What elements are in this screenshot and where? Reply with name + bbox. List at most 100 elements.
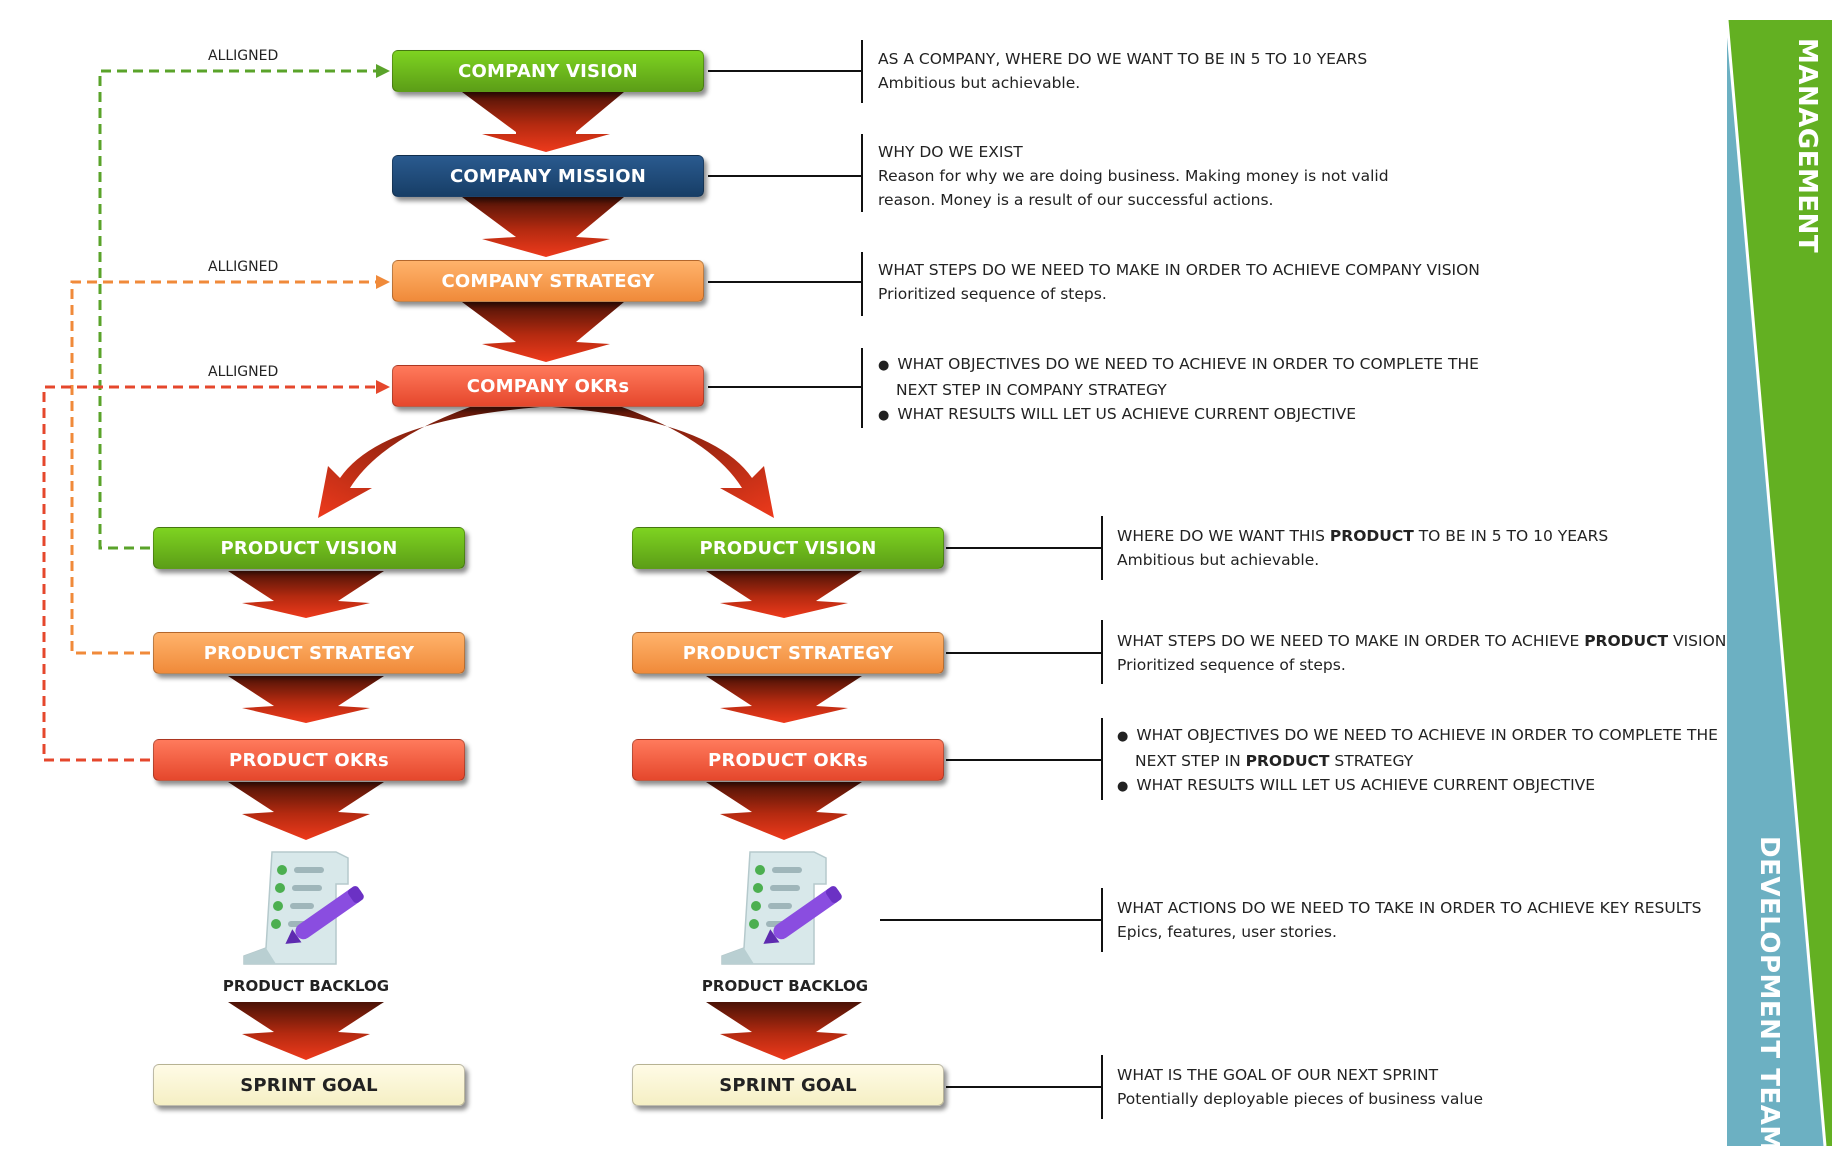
description-text: Potentially deployable pieces of busines… <box>1117 1090 1484 1108</box>
aligned-vision-arrowhead <box>376 64 390 78</box>
description-bullet: WHAT OBJECTIVES DO WE NEED TO ACHIEVE IN… <box>878 352 1479 378</box>
description-heading: WHAT ACTIONS DO WE NEED TO TAKE IN ORDER… <box>1117 899 1702 917</box>
list-line <box>768 903 792 909</box>
aligned-tag-vision: ALLIGNED <box>208 48 279 64</box>
product-okrs-description: WHAT OBJECTIVES DO WE NEED TO ACHIEVE IN… <box>1117 723 1718 799</box>
text-bold: PRODUCT <box>1584 632 1669 650</box>
right-product-strategy-box: PRODUCT STRATEGY <box>632 632 944 674</box>
description-bullet-continued: NEXT STEP IN COMPANY STRATEGY <box>896 381 1167 399</box>
text-part: VISION <box>1668 632 1727 650</box>
scroll-curl <box>244 948 276 964</box>
list-line <box>294 867 324 873</box>
company-strategy-box: COMPANY STRATEGY <box>392 260 704 302</box>
arrow-right-backlog-to-sprint <box>706 1002 862 1060</box>
aligned-strategy-arrowhead <box>376 275 390 289</box>
left-product-strategy-box: PRODUCT STRATEGY <box>153 632 465 674</box>
left-product-backlog-label: PRODUCT BACKLOG <box>222 977 390 995</box>
description-text: Prioritized sequence of steps. <box>1117 656 1346 674</box>
sprint-goal-description: WHAT IS THE GOAL OF OUR NEXT SPRINT Pote… <box>1117 1063 1483 1111</box>
company-mission-description: WHY DO WE EXIST Reason for why we are do… <box>878 140 1389 212</box>
check-dot <box>273 901 283 911</box>
backlog-icon-left <box>243 851 364 965</box>
arrow-vision-to-mission <box>462 92 624 152</box>
description-bullet: WHAT RESULTS WILL LET US ACHIEVE CURRENT… <box>878 402 1479 428</box>
company-vision-description: AS A COMPANY, WHERE DO WE WANT TO BE IN … <box>878 47 1367 95</box>
arrow-left-backlog-to-sprint <box>228 1002 384 1060</box>
connector-company-strategy <box>708 252 863 316</box>
description-heading: AS A COMPANY, WHERE DO WE WANT TO BE IN … <box>878 50 1368 68</box>
description-text: Prioritized sequence of steps. <box>878 285 1107 303</box>
description-text: Ambitious but achievable. <box>878 74 1081 92</box>
description-text: Ambitious but achievable. <box>1117 551 1320 569</box>
right-sprint-goal-box: SPRINT GOAL <box>632 1064 944 1106</box>
left-sprint-goal-box: SPRINT GOAL <box>153 1064 465 1106</box>
right-product-backlog-label: PRODUCT BACKLOG <box>701 977 869 995</box>
description-heading: WHY DO WE EXIST <box>878 143 1023 161</box>
company-vision-box: COMPANY VISION <box>392 50 704 92</box>
management-label: MANAGEMENT <box>1792 38 1822 254</box>
connector-product-backlog <box>880 888 1103 952</box>
list-line <box>290 903 314 909</box>
arrow-strategy-to-okrs <box>462 302 624 362</box>
connector-company-okrs <box>708 348 863 428</box>
pen-icon <box>285 886 364 944</box>
description-heading: WHAT STEPS DO WE NEED TO MAKE IN ORDER T… <box>878 261 1480 279</box>
aligned-vision-line <box>98 69 378 550</box>
backlog-icon-right <box>721 851 842 965</box>
check-dot <box>749 919 759 929</box>
right-product-vision-box: PRODUCT VISION <box>632 527 944 569</box>
description-text: reason. Money is a result of our success… <box>878 191 1274 209</box>
text-part: TO BE IN 5 TO 10 YEARS <box>1413 527 1609 545</box>
aligned-tag-strategy: ALLIGNED <box>208 259 279 275</box>
description-heading: WHAT IS THE GOAL OF OUR NEXT SPRINT <box>1117 1066 1439 1084</box>
aligned-okrs-line <box>42 385 378 762</box>
aligned-okrs-arrowhead <box>376 380 390 394</box>
development-teams-label: DEVELOPMENT TEAMS <box>1754 836 1784 1171</box>
description-heading: WHERE DO WE WANT THIS PRODUCT TO BE IN 5… <box>1117 524 1608 548</box>
check-dot <box>755 865 765 875</box>
arrow-right-okrs-to-backlog <box>706 782 862 840</box>
list-line <box>292 885 322 891</box>
text-part: NEXT STEP IN <box>1135 752 1246 770</box>
description-connectors <box>708 40 1103 1119</box>
company-strategy-description: WHAT STEPS DO WE NEED TO MAKE IN ORDER T… <box>878 258 1480 306</box>
product-backlog-description: WHAT ACTIONS DO WE NEED TO TAKE IN ORDER… <box>1117 896 1702 944</box>
connector-company-vision <box>708 40 863 103</box>
arrow-mission-to-strategy <box>462 197 624 257</box>
text-part: WHAT STEPS DO WE NEED TO MAKE IN ORDER T… <box>1117 632 1585 650</box>
check-dot <box>275 883 285 893</box>
product-vision-description: WHERE DO WE WANT THIS PRODUCT TO BE IN 5… <box>1117 524 1608 572</box>
pen-icon <box>763 886 842 944</box>
management-band <box>1727 20 1832 1146</box>
description-text: Reason for why we are doing business. Ma… <box>878 167 1389 185</box>
description-bullet: WHAT OBJECTIVES DO WE NEED TO ACHIEVE IN… <box>1117 723 1718 749</box>
arrow-right-vision-to-strategy <box>706 571 862 618</box>
arrow-okrs-to-left-product <box>318 407 540 518</box>
connector-product-strategy <box>946 620 1103 684</box>
aligned-tag-okrs: ALLIGNED <box>208 364 279 380</box>
description-text: Epics, features, user stories. <box>1117 923 1337 941</box>
arrow-left-strategy-to-okrs <box>228 676 384 723</box>
company-okrs-description: WHAT OBJECTIVES DO WE NEED TO ACHIEVE IN… <box>878 352 1479 428</box>
company-flow-arrows <box>462 92 624 362</box>
right-product-okrs-box: PRODUCT OKRs <box>632 739 944 781</box>
connector-company-mission <box>708 134 863 212</box>
text-part: WHERE DO WE WANT THIS <box>1117 527 1330 545</box>
list-line <box>772 867 802 873</box>
check-dot <box>271 919 281 929</box>
side-band <box>1725 19 1832 1147</box>
text-part: STRATEGY <box>1329 752 1414 770</box>
product-strategy-description: WHAT STEPS DO WE NEED TO MAKE IN ORDER T… <box>1117 629 1726 677</box>
aligned-strategy-line <box>70 280 378 655</box>
connector-sprint-goal <box>946 1055 1103 1119</box>
description-bullet-continued: NEXT STEP IN PRODUCT STRATEGY <box>1117 749 1718 773</box>
connector-product-vision <box>946 516 1103 580</box>
text-bold: PRODUCT <box>1329 527 1414 545</box>
arrow-left-vision-to-strategy <box>228 571 384 618</box>
list-line <box>770 885 800 891</box>
left-product-vision-box: PRODUCT VISION <box>153 527 465 569</box>
company-okrs-box: COMPANY OKRs <box>392 365 704 407</box>
right-product-flow-arrows <box>706 571 862 1060</box>
